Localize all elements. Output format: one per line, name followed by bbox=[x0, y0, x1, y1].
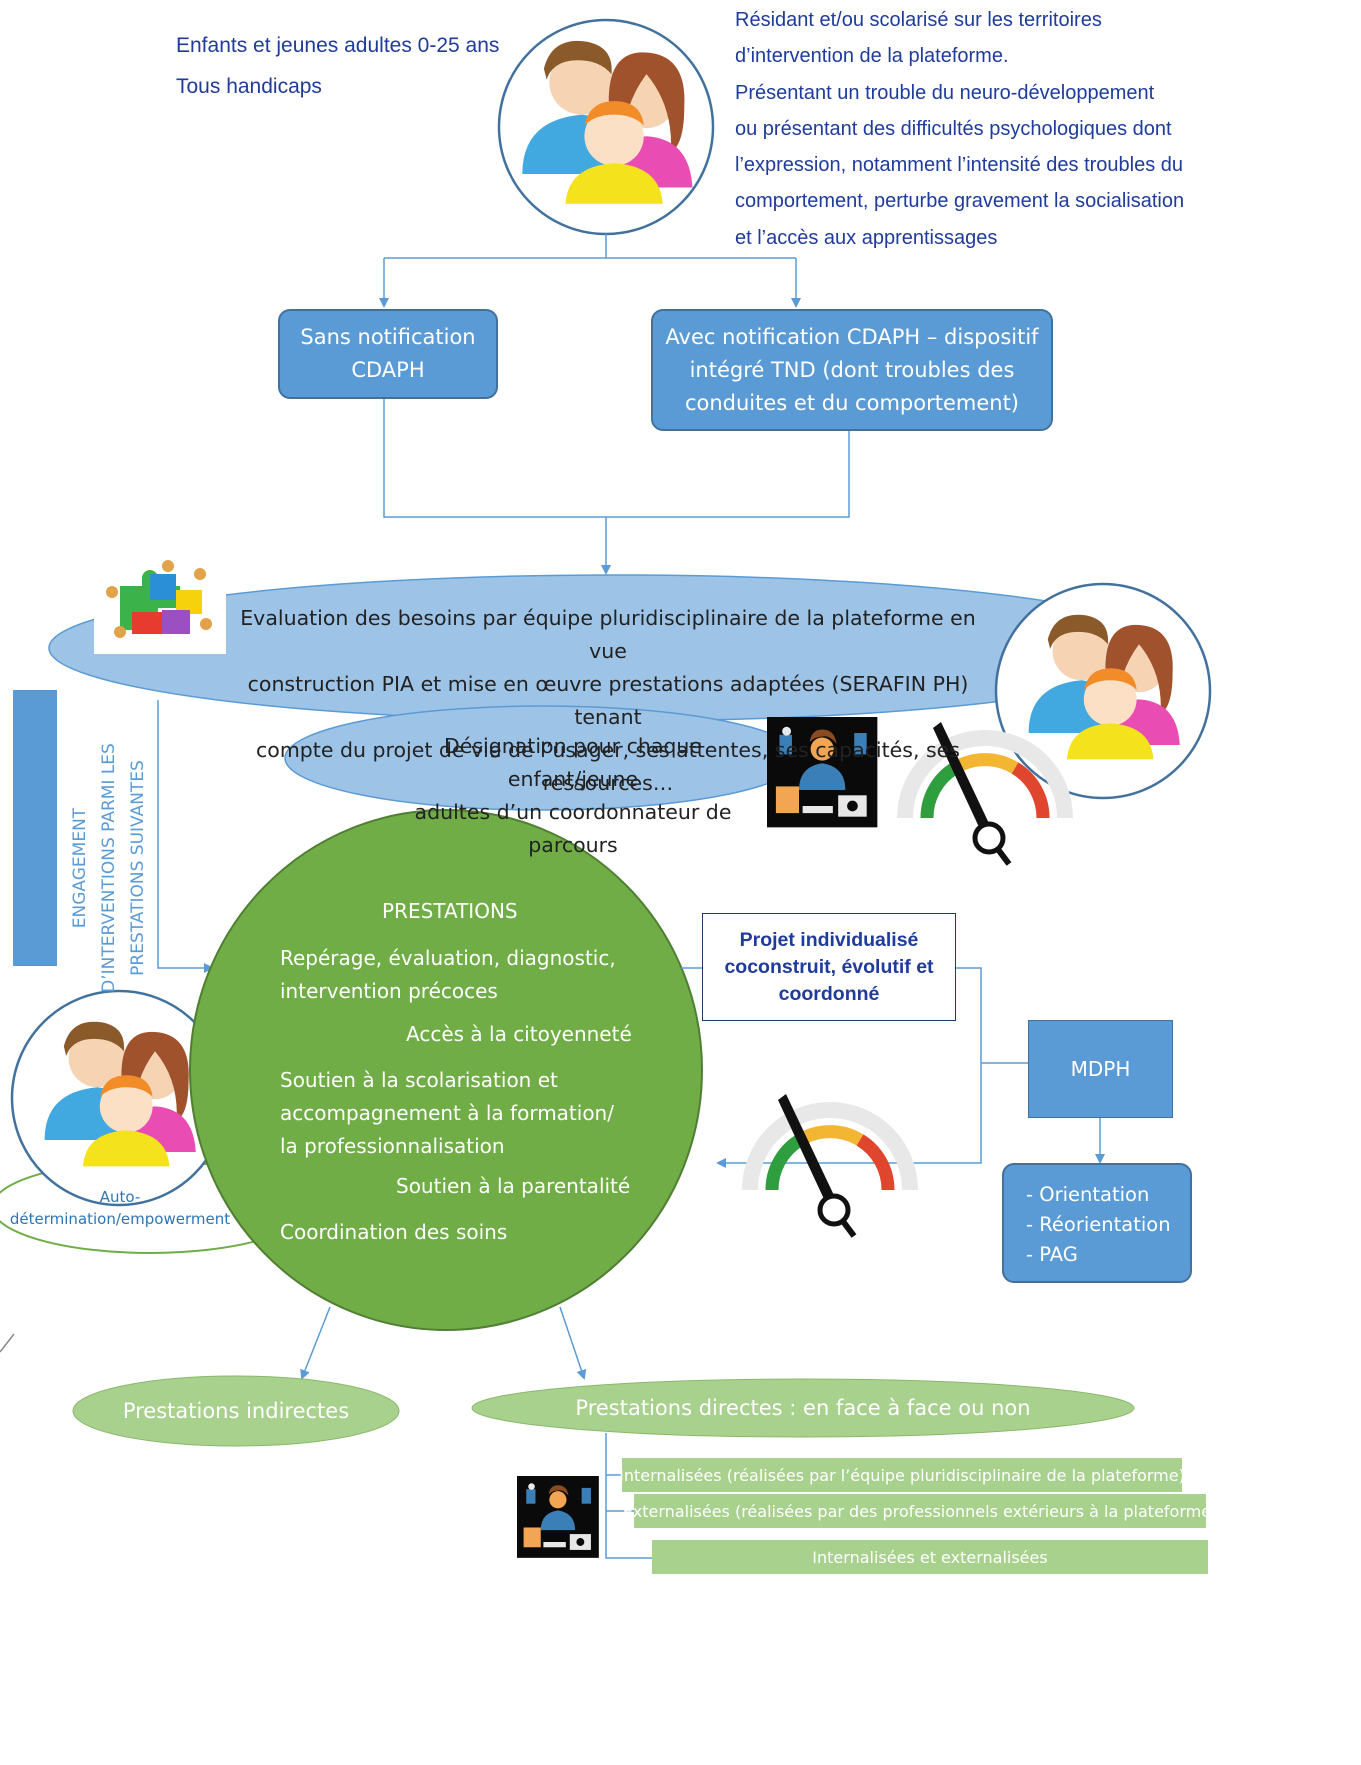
auto-determination-label: Auto- détermination/empowerment bbox=[0, 1186, 240, 1230]
coordinator-icon bbox=[517, 1476, 599, 1558]
auto-line: détermination/empowerment bbox=[9, 1210, 231, 1228]
designation-line: adultes d’un coordonnateur de parcours bbox=[414, 800, 732, 857]
prestation-item: Soutien à la parentalité bbox=[396, 1174, 631, 1198]
criteria-line: Présentant un trouble du neuro-développe… bbox=[735, 81, 1155, 104]
prestation-item: Accès à la citoyenneté bbox=[406, 1022, 632, 1046]
family-icon bbox=[497, 18, 715, 236]
mdph-box: MDPH bbox=[1028, 1020, 1173, 1118]
indirectes-label: Prestations indirectes bbox=[122, 1399, 350, 1423]
projet-box: Projet individualisé coconstruit, évolut… bbox=[702, 913, 956, 1021]
family-icon bbox=[994, 582, 1212, 800]
designation-text: Désignation pour chaque enfant/jeune adu… bbox=[378, 730, 768, 862]
prestation-item: Coordination des soins bbox=[280, 1220, 508, 1244]
prestation-item: Soutien à la scolarisation et accompagne… bbox=[280, 1064, 614, 1163]
evaluation-line: Evaluation des besoins par équipe plurid… bbox=[240, 606, 976, 663]
evaluation-line: compte du projet de vie de l’usager, ses… bbox=[256, 738, 960, 795]
avec-notification-line: conduites et du comportement) bbox=[684, 390, 1019, 415]
avec-notification-box: Avec notification CDAPH – dispositif int… bbox=[651, 309, 1053, 431]
internalisees-box: Internalisées (réalisées par l’équipe pl… bbox=[619, 1458, 1185, 1492]
projet-line: Projet individualisé bbox=[739, 928, 919, 951]
criteria-line: d’intervention de la plateforme. bbox=[735, 45, 1009, 68]
puzzle-team-icon bbox=[94, 556, 226, 654]
side-connector bbox=[157, 700, 214, 973]
sans-notification-line: Sans notification bbox=[300, 325, 476, 349]
top-connectors bbox=[379, 234, 850, 575]
indirectes-ellipse bbox=[72, 1375, 400, 1447]
prestations-title: PRESTATIONS bbox=[382, 899, 518, 923]
criteria-line: comportement, perturbe gravement la soci… bbox=[735, 190, 1185, 213]
prestation-item: Repérage, évaluation, diagnostic, interv… bbox=[280, 942, 616, 1008]
side-bar bbox=[13, 690, 57, 966]
mdph-list-item: - Orientation bbox=[1026, 1183, 1150, 1206]
projet-line: coordonné bbox=[778, 982, 880, 1005]
mdph-list-item: - Réorientation bbox=[1026, 1213, 1171, 1236]
evaluation-line: construction PIA et mise en œuvre presta… bbox=[247, 672, 969, 729]
top-left-line: Enfants et jeunes adultes 0-25 ans bbox=[176, 34, 500, 57]
prestation-line: la professionnalisation bbox=[280, 1134, 505, 1158]
criteria-line: l’expression, notamment l’intensité des … bbox=[735, 154, 1184, 177]
criteria-line: Résidant et/ou scolarisé sur les territo… bbox=[735, 9, 1102, 31]
mdph-list-box: - Orientation - Réorientation - PAG bbox=[1002, 1163, 1192, 1283]
prestation-line: Soutien à la scolarisation et bbox=[280, 1068, 558, 1092]
prestations-circle bbox=[189, 809, 703, 1331]
directes-ellipse bbox=[471, 1378, 1135, 1438]
edge-slash bbox=[0, 1333, 15, 1353]
criteria-text: Résidant et/ou scolarisé sur les territo… bbox=[735, 2, 1184, 256]
criteria-line: et l’accès aux apprentissages bbox=[735, 226, 998, 249]
avec-notification-line: Avec notification CDAPH – dispositif bbox=[665, 324, 1039, 349]
sans-notification-box: Sans notification CDAPH bbox=[278, 309, 498, 399]
prestation-line: Repérage, évaluation, diagnostic, bbox=[280, 946, 616, 970]
sans-notification-line: CDAPH bbox=[351, 358, 425, 382]
evaluation-text: Evaluation des besoins par équipe plurid… bbox=[226, 602, 990, 800]
side-label-line: PRESTATIONS SUIVANTES bbox=[128, 760, 148, 976]
designation-line: Désignation pour chaque enfant/jeune bbox=[443, 734, 703, 791]
side-label: CONCOMITAMMENT ENGAGEMENT D’INTERVENTION… bbox=[37, 723, 148, 1013]
bottom-connectors bbox=[300, 1306, 652, 1559]
gauge-icon bbox=[750, 1094, 910, 1236]
right-connectors bbox=[681, 967, 1105, 1168]
prestation-line: intervention précoces bbox=[280, 979, 498, 1003]
side-label-line: CONCOMITAMMENT ENGAGEMENT bbox=[41, 784, 90, 952]
criteria-line: ou présentant des difficultés psychologi… bbox=[735, 117, 1172, 140]
avec-notification-line: intégré TND (dont troubles des bbox=[689, 357, 1015, 382]
projet-line: coconstruit, évolutif et bbox=[724, 955, 934, 978]
auto-line: Auto- bbox=[99, 1188, 141, 1206]
side-label-line: D’INTERVENTIONS PARMI LES bbox=[99, 743, 119, 993]
internalisees-externalisees-box: Internalisées et externalisées bbox=[652, 1540, 1208, 1574]
mdph-list-item: - PAG bbox=[1026, 1243, 1078, 1266]
externalisees-box: Externalisées (réalisées par des profess… bbox=[623, 1494, 1217, 1528]
top-left-text: Enfants et jeunes adultes 0-25 ans Tous … bbox=[176, 26, 499, 107]
directes-label: Prestations directes : en face à face ou… bbox=[575, 1396, 1031, 1420]
top-left-line: Tous handicaps bbox=[176, 74, 322, 98]
prestation-line: accompagnement à la formation/ bbox=[280, 1101, 614, 1125]
